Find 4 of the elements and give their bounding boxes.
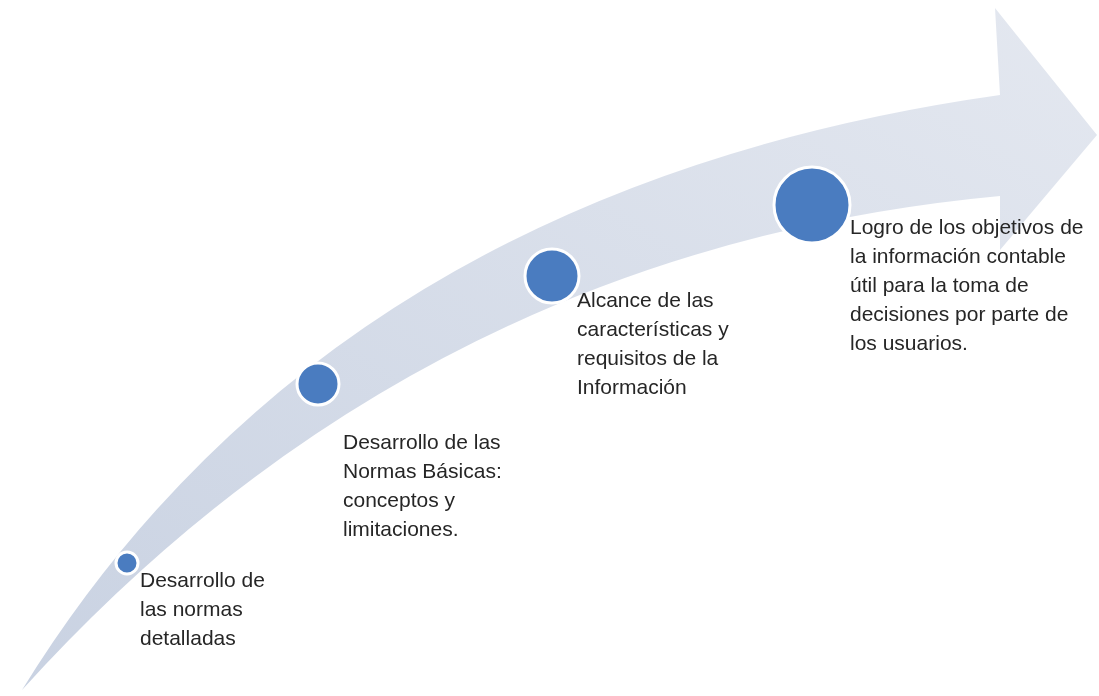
step-text: Desarrollo de las Normas Básicas: conceptos y limitaciones. [343,429,503,542]
step-text: Logro de los objetivos de la información contable útil para la toma de decisiones por parte de los usuarios. [850,214,1085,356]
step-text: Alcance de las características y requisitos de la Información [577,287,730,400]
step-text: Desarrollo de las normas detalladas [140,567,266,651]
